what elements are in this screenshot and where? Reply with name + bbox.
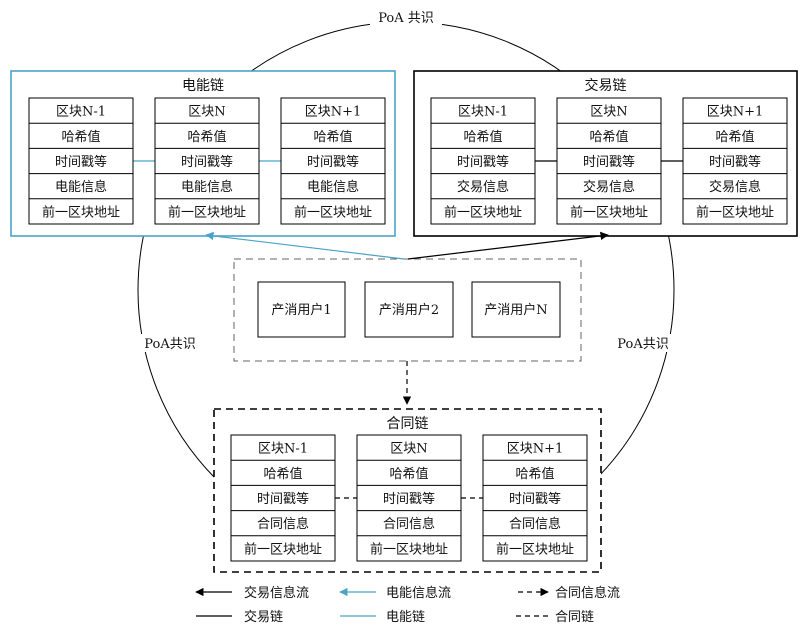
trade-block-2-cell-2: 哈希值 (589, 129, 628, 145)
legend-trade-chain-label: 交易链 (244, 609, 283, 625)
energy-block-frame (28, 97, 134, 225)
energy-info-flow-arrow (205, 231, 405, 260)
contract-chain-group: 合同链区块N-1哈希值时间戳等合同信息前一区块地址区块N哈希值时间戳等合同信息前… (213, 408, 602, 573)
contract-block-1-cell-5: 前一区块地址 (244, 541, 322, 557)
contract-block-1-cell-3: 时间戳等 (257, 491, 309, 507)
user-box-n[interactable] (471, 281, 561, 338)
trade-chain-group: 交易链区块N-1哈希值时间戳等交易信息前一区块地址区块N哈希值时间戳等交易信息前… (413, 70, 798, 237)
contract-block-3-cell-5: 前一区块地址 (496, 541, 574, 557)
energy-block-frame (280, 97, 386, 225)
energy-block-3-cell-3: 时间戳等 (307, 154, 359, 170)
user-label-2: 产消用户2 (379, 302, 439, 318)
contract-block-3-cell-4: 合同信息 (509, 516, 561, 532)
contract-block-1-cell-1: 区块N-1 (258, 442, 308, 457)
legend: 交易信息流 电能信息流 合同信息流 交易链 电能链 合同链 (195, 585, 620, 625)
energy-block-1-cell-3: 时间戳等 (55, 154, 107, 170)
contract-block-2-cell-1: 区块N (390, 442, 427, 457)
trade-block-1-cell-5: 前一区块地址 (444, 204, 522, 220)
contract-block-3-cell-3: 时间戳等 (509, 491, 561, 507)
trade-block-2-cell-5: 前一区块地址 (570, 204, 648, 220)
trade-block-frame (556, 97, 662, 225)
contract-block-frame (356, 434, 462, 562)
energy-chain-title: 电能链 (182, 78, 224, 94)
trade-info-flow-arrow (407, 231, 609, 260)
contract-block-frame (482, 434, 588, 562)
energy-block-2-cell-2: 哈希值 (187, 129, 226, 145)
trade-chain-title: 交易链 (585, 77, 627, 94)
poa-right-label-bg (608, 334, 678, 352)
trade-block-2-cell-3: 时间戳等 (583, 154, 635, 170)
energy-block-3-cell-2: 哈希值 (313, 129, 352, 145)
contract-block-3-cell-1: 区块N+1 (507, 442, 564, 457)
contract-chain-title: 合同链 (387, 416, 429, 432)
poa-top-label-bg (370, 8, 442, 26)
legend-energy-chain-label: 电能链 (386, 610, 425, 625)
energy-block-1-cell-2: 哈希值 (61, 129, 100, 145)
trade-block-1-cell-3: 时间戳等 (457, 154, 509, 170)
trade-block-1-cell-4: 交易信息 (457, 179, 509, 195)
contract-block-1-cell-2: 哈希值 (263, 466, 302, 482)
energy-chain-group: 电能链区块N-1哈希值时间戳等电能信息前一区块地址区块N哈希值时间戳等电能信息前… (10, 70, 396, 237)
trade-block-frame (682, 97, 788, 225)
energy-block-2-cell-1: 区块N (188, 105, 225, 120)
trade-block-2-cell-4: 交易信息 (583, 179, 635, 195)
energy-block-3-cell-5: 前一区块地址 (294, 204, 372, 220)
trade-block-3-cell-1: 区块N+1 (707, 105, 764, 120)
poa-left-label: PoA共识 (144, 337, 195, 352)
trade-block-3-cell-4: 交易信息 (709, 179, 761, 195)
energy-block-2-cell-5: 前一区块地址 (168, 204, 246, 220)
legend-energy-flow-label: 电能信息流 (386, 585, 451, 601)
legend-contract-flow-label: 合同信息流 (555, 585, 620, 601)
user-label-n: 产消用户N (484, 302, 547, 318)
contract-block-3-cell-2: 哈希值 (515, 466, 554, 482)
energy-block-1-cell-4: 电能信息 (55, 179, 107, 195)
user-label-1: 产消用户1 (271, 302, 331, 318)
user-box-1[interactable] (257, 281, 346, 338)
trade-block-3-cell-3: 时间戳等 (709, 154, 761, 170)
legend-contract-chain-label: 合同链 (555, 610, 594, 625)
trade-block-3-cell-5: 前一区块地址 (696, 204, 774, 220)
trade-block-1-cell-1: 区块N-1 (458, 105, 508, 120)
energy-block-1-cell-1: 区块N-1 (56, 105, 106, 120)
energy-block-frame (154, 97, 260, 225)
prosumer-users-group: 产消用户1 产消用户2 产消用户N (233, 258, 582, 362)
user-box-2[interactable] (364, 281, 454, 338)
poa-left-label-bg (134, 334, 204, 352)
trade-block-2-cell-1: 区块N (590, 105, 627, 120)
legend-trade-flow-label: 交易信息流 (244, 585, 309, 601)
energy-block-2-cell-4: 电能信息 (181, 179, 233, 195)
poa-top-label: PoA 共识 (378, 11, 434, 26)
energy-block-3-cell-4: 电能信息 (307, 179, 359, 195)
contract-block-2-cell-2: 哈希值 (389, 466, 428, 482)
poa-right-label: PoA共识 (617, 337, 668, 352)
contract-block-2-cell-3: 时间戳等 (383, 491, 435, 507)
contract-block-1-cell-4: 合同信息 (257, 516, 309, 532)
trade-block-3-cell-2: 哈希值 (715, 129, 754, 145)
trade-block-frame (430, 97, 536, 225)
contract-block-frame (230, 434, 336, 562)
contract-block-2-cell-4: 合同信息 (383, 516, 435, 532)
energy-block-1-cell-5: 前一区块地址 (42, 204, 120, 220)
energy-block-2-cell-3: 时间戳等 (181, 154, 233, 170)
trade-block-1-cell-2: 哈希值 (463, 129, 502, 145)
contract-block-2-cell-5: 前一区块地址 (370, 541, 448, 557)
energy-block-3-cell-1: 区块N+1 (305, 105, 362, 120)
